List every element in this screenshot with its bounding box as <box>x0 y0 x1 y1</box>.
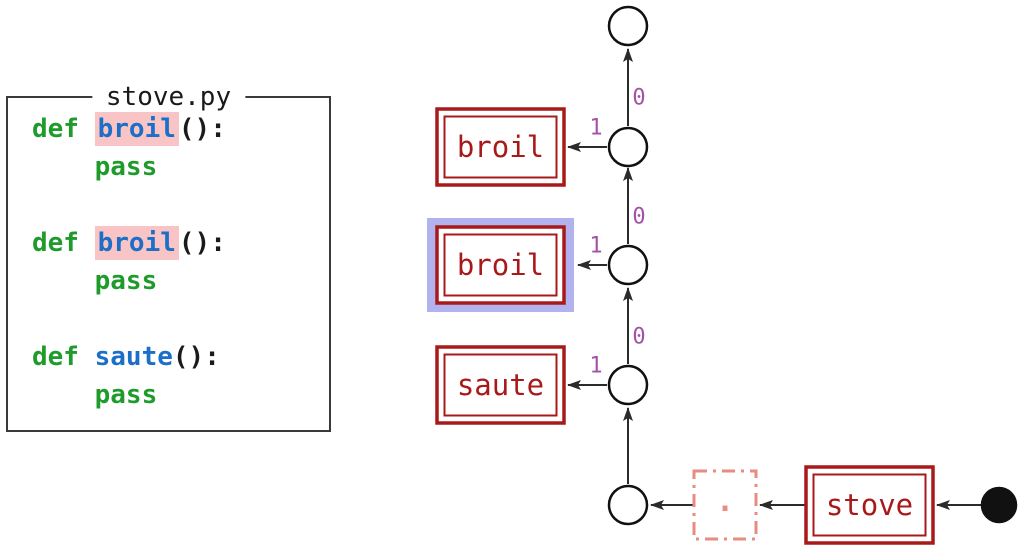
code-line: pass <box>32 376 329 414</box>
placeholder-box <box>692 469 758 541</box>
label-box-broil-1-inner-border <box>443 115 558 179</box>
code-line: pass <box>32 262 329 300</box>
label-box-stove <box>804 465 935 545</box>
code-line: pass <box>32 148 329 186</box>
code-panel: stove.py def broil(): pass def broil(): … <box>6 82 331 432</box>
edge-saute-to-box-label: 1 <box>589 354 602 379</box>
label-box-broil-2-label: broil <box>457 248 544 282</box>
edge-broil2-to-broil1-label: 0 <box>632 205 645 230</box>
trie-node-top <box>607 5 649 47</box>
code-panel-title: stove.py <box>91 82 246 112</box>
code-token: (): <box>178 228 226 258</box>
code-line: def broil(): <box>32 110 329 148</box>
code-lines: def broil(): pass def broil(): pass def … <box>8 98 329 414</box>
code-token: pass <box>94 152 158 182</box>
trie-node-broil-2 <box>607 244 649 286</box>
edge-broil2-to-box-label: 1 <box>589 234 602 259</box>
code-token: def <box>32 114 79 144</box>
code-token: def <box>32 342 79 372</box>
code-token: broil <box>94 112 179 146</box>
code-token: (): <box>178 114 226 144</box>
code-token: def <box>32 228 79 258</box>
code-token: saute <box>94 342 173 372</box>
edge-broil1-to-top-label: 0 <box>632 86 645 111</box>
label-box-stove-label: stove <box>826 488 913 522</box>
label-box-broil-2 <box>435 225 566 305</box>
code-token: pass <box>94 266 158 296</box>
trie-node-saute <box>607 364 649 406</box>
label-box-saute <box>435 345 566 425</box>
edge-saute-to-broil2-label: 0 <box>632 325 645 350</box>
code-line: def saute(): <box>32 338 329 376</box>
trie-node-root <box>607 484 649 526</box>
edge-broil1-to-box-label: 1 <box>589 116 602 141</box>
placeholder-box-label: . <box>716 484 734 519</box>
trie-node-broil-1 <box>607 126 649 168</box>
code-token: (): <box>172 342 220 372</box>
code-token: pass <box>94 380 158 410</box>
label-box-saute-label: saute <box>457 368 544 402</box>
label-box-stove-inner-border <box>812 473 927 537</box>
code-token: broil <box>94 226 179 260</box>
label-box-broil-2-inner-border <box>443 233 558 297</box>
label-box-broil-1 <box>435 107 566 187</box>
start-node <box>980 486 1018 524</box>
label-box-broil-1-label: broil <box>457 130 544 164</box>
code-line: def broil(): <box>32 224 329 262</box>
label-box-saute-inner-border <box>443 353 558 417</box>
